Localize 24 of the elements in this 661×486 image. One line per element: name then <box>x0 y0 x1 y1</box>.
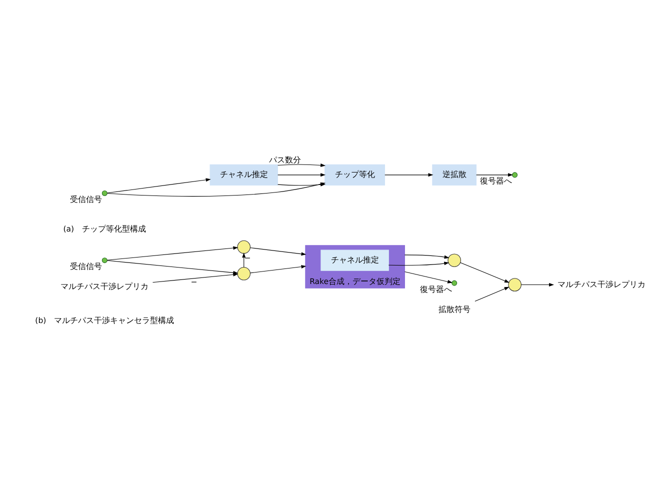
arrow <box>278 163 326 166</box>
node-circle <box>448 253 461 266</box>
node-circle <box>237 266 251 280</box>
node-circle <box>512 172 518 178</box>
arrow <box>106 178 211 193</box>
node-circle <box>102 257 108 263</box>
arrow <box>474 286 510 302</box>
arrow <box>520 282 554 286</box>
arrow <box>152 272 238 282</box>
node-circle <box>102 190 108 196</box>
arrow <box>250 264 306 273</box>
arrow <box>242 252 246 267</box>
node-circle <box>237 240 251 254</box>
arrow <box>460 262 510 282</box>
node-circle <box>508 278 522 291</box>
arrow <box>106 246 238 260</box>
arrow <box>404 254 450 258</box>
arrow <box>278 172 326 176</box>
arrow <box>250 246 306 256</box>
arrow <box>384 172 434 176</box>
node-circle <box>452 280 458 286</box>
arrow <box>404 270 453 283</box>
arrow <box>388 261 450 266</box>
arrow <box>476 172 514 176</box>
